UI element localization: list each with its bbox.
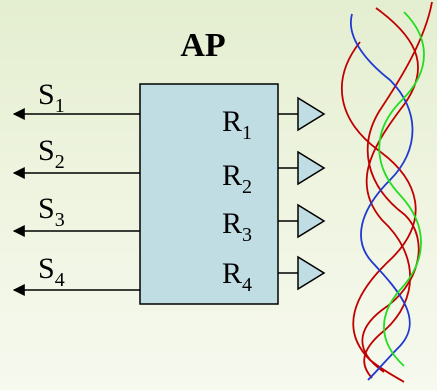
receiver-letter-4: R [222,257,242,290]
receiver-letter-3: R [222,207,242,240]
antenna-triangle-3 [297,203,326,239]
signal-index-3: 3 [55,209,65,231]
antenna-3 [278,203,326,239]
diagram-title: AP [180,27,225,64]
antenna-triangle-1 [297,96,326,132]
receiver-label-3: R3 [222,207,252,246]
receiver-label-4: R4 [222,257,252,296]
antenna-triangle-4 [297,255,326,291]
signal-index-1: 1 [55,95,65,117]
receiver-label-1: R1 [222,105,252,144]
ap-box [139,83,279,305]
antenna-2 [278,150,326,186]
signal-letter-2: S [38,134,55,167]
receiver-letter-1: R [222,105,242,138]
receiver-index-1: 1 [242,122,252,144]
signal-index-4: 4 [55,269,65,291]
wave-red-1 [363,7,419,379]
signal-label-1: S1 [38,78,65,117]
receiver-index-4: 4 [242,274,252,296]
wave-red-3 [361,1,433,373]
receiver-letter-2: R [222,159,242,192]
signal-index-2: 2 [55,151,65,173]
wave-green [378,11,425,367]
wave-blue [349,13,414,381]
signal-label-2: S2 [38,134,65,173]
receiver-label-2: R2 [222,159,252,198]
propagation-waves [340,1,433,383]
wave-red-2 [340,41,417,383]
signal-letter-4: S [38,252,55,285]
signal-label-3: S3 [38,192,65,231]
receiver-index-3: 3 [242,224,252,246]
antenna-triangle-2 [297,150,326,186]
receiver-index-2: 2 [242,176,252,198]
antenna-4 [278,255,326,291]
antenna-1 [278,96,326,132]
signal-label-4: S4 [38,252,65,291]
signal-letter-3: S [38,192,55,225]
signal-letter-1: S [38,78,55,111]
